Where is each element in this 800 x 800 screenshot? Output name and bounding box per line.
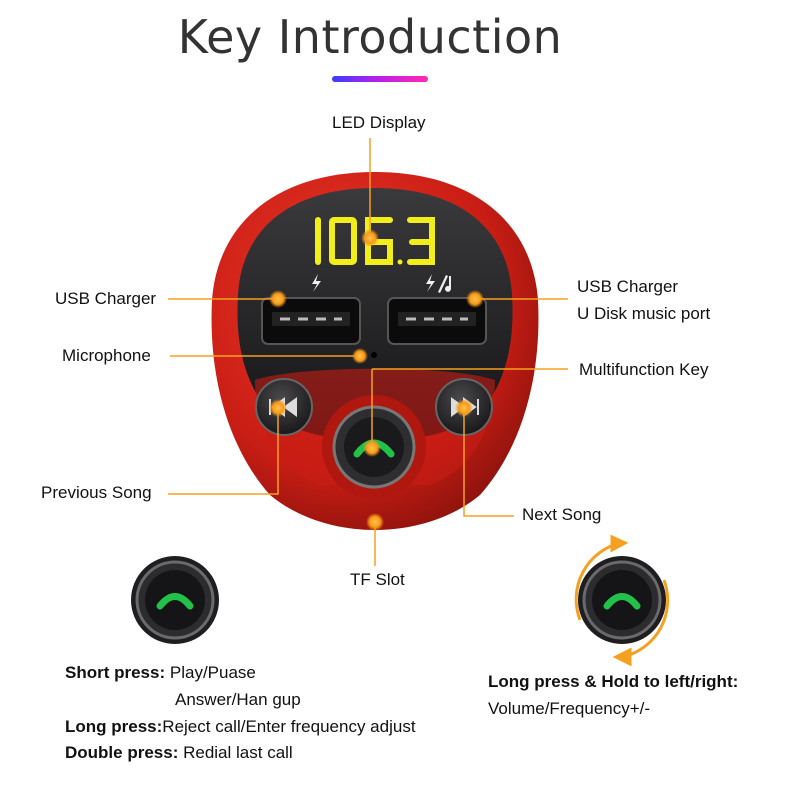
label-led-display: LED Display bbox=[332, 113, 426, 132]
callout-lines bbox=[168, 138, 568, 566]
callout-dots bbox=[269, 229, 484, 531]
rotate-arrows-icon bbox=[574, 534, 670, 667]
long-press-row: Long press:Reject call/Enter frequency a… bbox=[65, 716, 416, 738]
label-tf-slot: TF Slot bbox=[350, 570, 405, 589]
short-press-row: Short press: Play/Puase bbox=[65, 662, 256, 684]
double-press-label: Double press: bbox=[65, 743, 179, 762]
label-microphone: Microphone bbox=[62, 346, 151, 365]
label-usb-charger-left: USB Charger bbox=[55, 289, 157, 308]
knob-right-illustration bbox=[578, 556, 666, 644]
title-underline bbox=[332, 76, 428, 82]
double-press-row: Double press: Redial last call bbox=[65, 742, 293, 764]
short-press-value-2: Answer/Han gup bbox=[175, 690, 301, 709]
label-usb-charger-right: USB Charger bbox=[577, 277, 679, 296]
microphone-hole bbox=[371, 352, 377, 358]
long-press-value: Reject call/Enter frequency adjust bbox=[162, 717, 416, 736]
short-press-value: Play/Puase bbox=[169, 663, 256, 682]
lightning-icon-left bbox=[312, 274, 321, 292]
lightning-music-icon-right bbox=[426, 274, 451, 293]
label-next-song: Next Song bbox=[522, 505, 602, 524]
hold-value: Volume/Frequency+/- bbox=[488, 699, 651, 718]
double-press-value: Redial last call bbox=[183, 743, 293, 762]
label-previous-song: Previous Song bbox=[41, 483, 152, 502]
label-multifunction-key: Multifunction Key bbox=[579, 360, 709, 379]
page-title: Key Introduction bbox=[177, 10, 563, 64]
usb-port-right bbox=[387, 297, 487, 345]
usb-port-left bbox=[261, 297, 361, 345]
knob-left-illustration bbox=[131, 556, 219, 644]
short-press-label: Short press: bbox=[65, 663, 166, 682]
label-u-disk-port: U Disk music port bbox=[577, 304, 711, 323]
led-display bbox=[315, 217, 435, 265]
hold-label: Long press & Hold to left/right: bbox=[488, 672, 739, 691]
long-press-label: Long press: bbox=[65, 717, 163, 736]
